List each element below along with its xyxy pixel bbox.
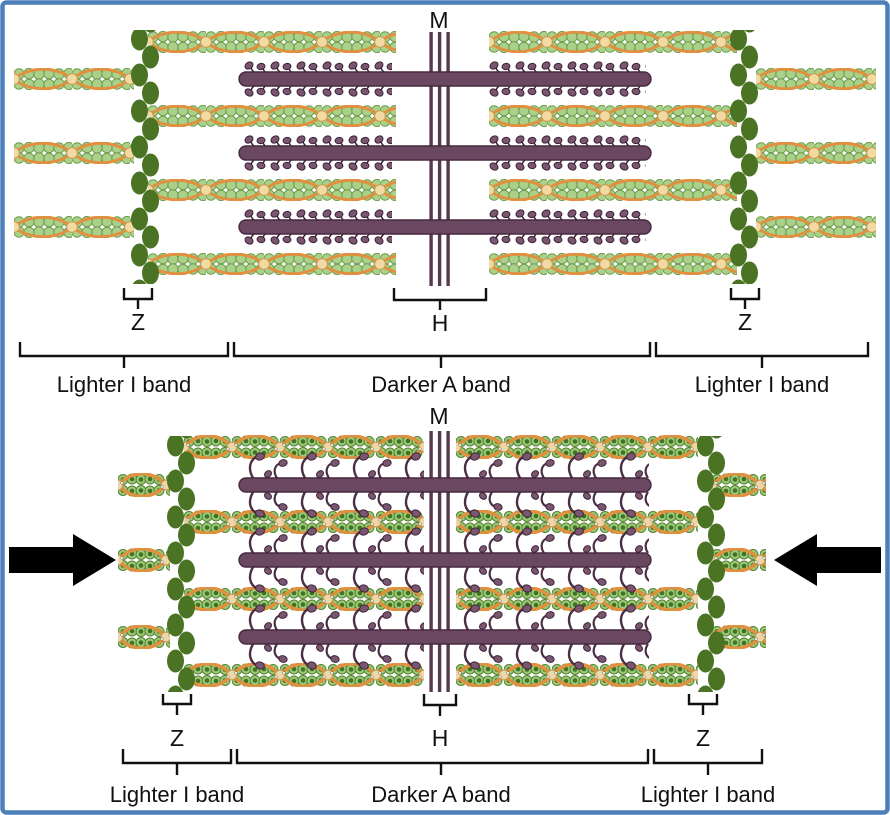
h-zone-bracket: [392, 288, 488, 310]
i-band-bracket-right: [652, 749, 764, 775]
z-disc-label-right: Z: [696, 725, 710, 751]
myosin-thick-filament: [238, 208, 652, 246]
actin-thin-filament: [489, 253, 737, 275]
actin-thin-filament: [489, 31, 737, 53]
z-disc-label-left: Z: [131, 309, 145, 335]
z-disc-left: [167, 436, 195, 692]
z-disc-label-left: Z: [170, 725, 184, 751]
i-band-bracket-left: [18, 342, 230, 368]
z-disc-right: [697, 436, 725, 692]
z-disc-bracket-right: [687, 694, 719, 715]
actin-thin-filament: [489, 179, 737, 201]
actin-thin-filament: [118, 473, 170, 497]
h-zone-label: H: [432, 725, 449, 751]
myosin-thick-filament: [238, 451, 652, 519]
actin-thin-filament: [148, 179, 396, 201]
i-band-bracket-right: [654, 342, 870, 368]
z-disc-right: [730, 30, 758, 284]
z-disc-label-right: Z: [738, 309, 752, 335]
z-disc-left: [131, 30, 159, 284]
i-band-label-left: Lighter I band: [110, 782, 245, 807]
z-disc-bracket-right: [729, 288, 761, 309]
actin-thin-filament: [148, 31, 396, 53]
actin-thin-filament: [14, 142, 134, 164]
h-zone-bracket: [422, 694, 458, 716]
actin-thin-filament: [118, 548, 170, 572]
h-zone-label: H: [432, 310, 449, 336]
z-disc-bracket-left: [161, 694, 193, 715]
actin-thin-filament: [14, 68, 134, 90]
compression-arrow-right: [774, 534, 881, 586]
myosin-thick-filament: [238, 526, 652, 594]
actin-thin-filament: [148, 105, 396, 127]
actin-thin-filament: [489, 105, 737, 127]
actin-thin-filament: [756, 142, 876, 164]
a-band-bracket: [235, 749, 650, 775]
i-band-label-left: Lighter I band: [57, 372, 192, 397]
actin-thin-filament: [148, 253, 396, 275]
m-line-label: M: [429, 403, 448, 429]
i-band-label-right: Lighter I band: [641, 782, 776, 807]
contracted-sarcomere-panel: M Z H Z Lighter I band Darker A band Lig…: [9, 403, 881, 807]
i-band-bracket-left: [121, 749, 233, 775]
relaxed-sarcomere-panel: M Z H Z Lighter I band Darker A band Lig…: [14, 7, 876, 397]
compression-arrow-left: [9, 534, 116, 586]
actin-thin-filament: [118, 625, 170, 649]
myosin-thick-filament: [238, 603, 652, 671]
actin-thin-filament: [756, 68, 876, 90]
i-band-label-right: Lighter I band: [695, 372, 830, 397]
myosin-thick-filament: [238, 134, 652, 172]
myosin-thick-filament: [238, 60, 652, 98]
actin-thin-filament: [756, 216, 876, 238]
a-band-bracket: [232, 342, 652, 368]
a-band-label: Darker A band: [371, 372, 510, 397]
m-line-label: M: [429, 7, 448, 33]
a-band-label: Darker A band: [371, 782, 510, 807]
actin-thin-filament: [14, 216, 134, 238]
z-disc-bracket-left: [122, 288, 154, 309]
